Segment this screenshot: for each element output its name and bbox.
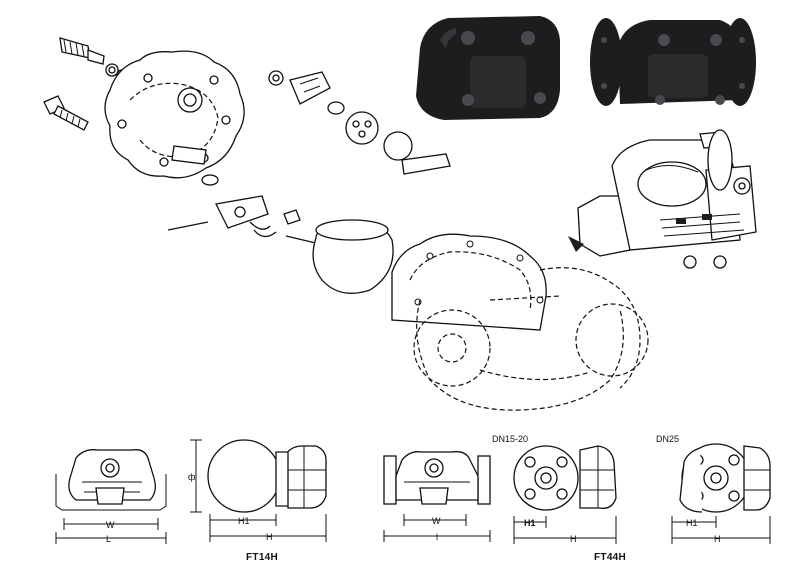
cutaway-view bbox=[568, 129, 757, 269]
float-ball bbox=[285, 219, 394, 294]
dim-w-ft44h: W bbox=[432, 516, 441, 526]
dim-h1-dn25: H1 bbox=[686, 518, 698, 528]
dim-h1-dn15-20: H1 bbox=[524, 518, 536, 528]
dim-l-ft14h: L bbox=[106, 534, 111, 544]
dim-h-dn25: H bbox=[714, 534, 721, 544]
dim-w-ft14h: W bbox=[106, 520, 115, 530]
air-vent-valve bbox=[59, 37, 128, 81]
ft44h-front-view bbox=[383, 451, 491, 542]
ft44h-dn25-side-view bbox=[671, 443, 771, 544]
product-photo-screwed bbox=[416, 16, 560, 120]
cover-bolt bbox=[43, 95, 89, 131]
exploded-parts bbox=[43, 37, 649, 411]
dn15-20-label: DN15-20 bbox=[492, 434, 528, 444]
ft14h-front-view bbox=[55, 449, 167, 544]
ft44h-dn15-20-side-view bbox=[513, 445, 617, 544]
product-photo-flanged bbox=[590, 18, 756, 106]
float-lever bbox=[167, 195, 301, 238]
ft14h-caption: FT14H bbox=[246, 552, 278, 563]
dim-h-dn15-20: H bbox=[570, 534, 577, 544]
ft14h-side-view bbox=[190, 439, 327, 542]
ft44h-caption: FT44H bbox=[594, 552, 626, 563]
trap-body-outline bbox=[391, 233, 649, 411]
dim-l-ft44h: l bbox=[436, 532, 438, 542]
thermostatic-element bbox=[268, 70, 451, 175]
dim-phi-ft14h: ф bbox=[188, 472, 196, 482]
dim-h1-ft14h: H1 bbox=[238, 516, 250, 526]
dim-h-ft14h: H bbox=[266, 532, 273, 542]
trap-cover bbox=[104, 50, 245, 186]
dn25-label: DN25 bbox=[656, 434, 679, 444]
